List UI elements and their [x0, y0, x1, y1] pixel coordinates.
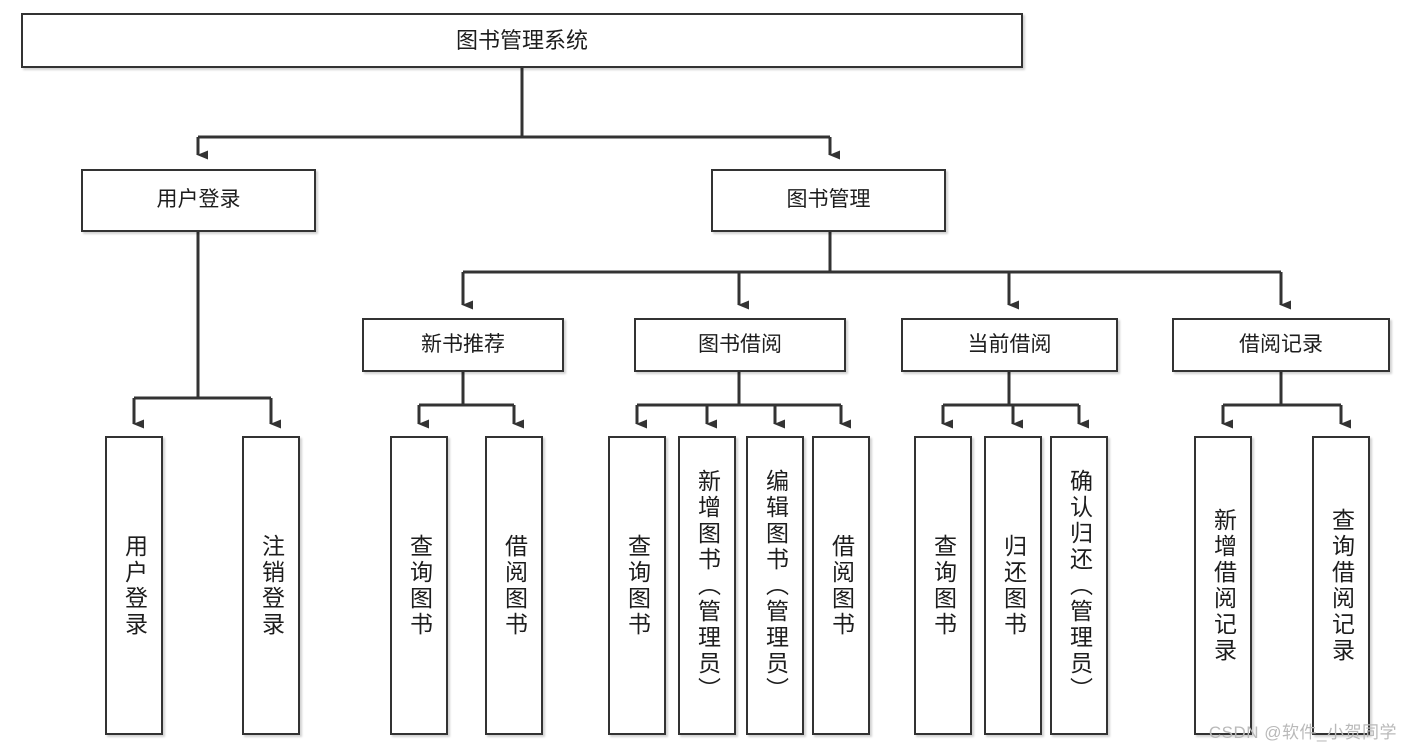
node-book-borrow-label: 图书借阅	[698, 332, 782, 356]
node-user-login-label: 用户登录	[156, 188, 241, 212]
node-leaf-add-record-label: 新增借阅记录	[1210, 507, 1237, 664]
node-new-book-recommend-label: 新书推荐	[421, 332, 505, 356]
node-leaf-query-book-2[interactable]: 查询图书	[608, 436, 666, 735]
node-root[interactable]: 图书管理系统	[21, 13, 1023, 68]
node-borrow-record-label: 借阅记录	[1239, 332, 1323, 356]
node-leaf-confirm-return-label: 确认归还（管理员）	[1066, 468, 1093, 703]
node-leaf-query-record[interactable]: 查询借阅记录	[1312, 436, 1370, 735]
node-leaf-borrow-book-1-label: 借阅图书	[501, 533, 528, 638]
node-leaf-query-book-1-label: 查询图书	[406, 533, 433, 638]
node-leaf-borrow-book-2[interactable]: 借阅图书	[812, 436, 870, 735]
node-leaf-add-book[interactable]: 新增图书（管理员）	[678, 436, 736, 735]
node-leaf-return-book-label: 归还图书	[1000, 533, 1027, 638]
node-current-borrow[interactable]: 当前借阅	[901, 318, 1118, 372]
node-current-borrow-label: 当前借阅	[967, 332, 1052, 356]
node-leaf-query-book-3-label: 查询图书	[930, 533, 957, 638]
node-root-label: 图书管理系统	[455, 27, 588, 53]
node-book-manage-label: 图书管理	[786, 188, 871, 212]
node-leaf-borrow-book-2-label: 借阅图书	[828, 533, 855, 638]
node-borrow-record[interactable]: 借阅记录	[1172, 318, 1390, 372]
node-leaf-user-login-label: 用户登录	[121, 533, 148, 638]
node-leaf-confirm-return[interactable]: 确认归还（管理员）	[1050, 436, 1108, 735]
node-leaf-query-book-2-label: 查询图书	[624, 533, 651, 638]
node-leaf-query-record-label: 查询借阅记录	[1328, 507, 1355, 664]
node-book-manage[interactable]: 图书管理	[711, 169, 946, 232]
node-leaf-return-book[interactable]: 归还图书	[984, 436, 1042, 735]
node-new-book-recommend[interactable]: 新书推荐	[362, 318, 564, 372]
node-book-borrow[interactable]: 图书借阅	[634, 318, 846, 372]
node-leaf-query-book-3[interactable]: 查询图书	[914, 436, 972, 735]
node-user-login[interactable]: 用户登录	[81, 169, 316, 232]
node-leaf-user-login[interactable]: 用户登录	[105, 436, 163, 735]
node-leaf-logout-login-label: 注销登录	[258, 533, 285, 638]
node-leaf-add-book-label: 新增图书（管理员）	[694, 468, 721, 703]
node-leaf-edit-book-label: 编辑图书（管理员）	[762, 468, 789, 703]
node-leaf-query-book-1[interactable]: 查询图书	[390, 436, 448, 735]
node-leaf-logout-login[interactable]: 注销登录	[242, 436, 300, 735]
node-leaf-edit-book[interactable]: 编辑图书（管理员）	[746, 436, 804, 735]
node-leaf-borrow-book-1[interactable]: 借阅图书	[485, 436, 543, 735]
node-leaf-add-record[interactable]: 新增借阅记录	[1194, 436, 1252, 735]
